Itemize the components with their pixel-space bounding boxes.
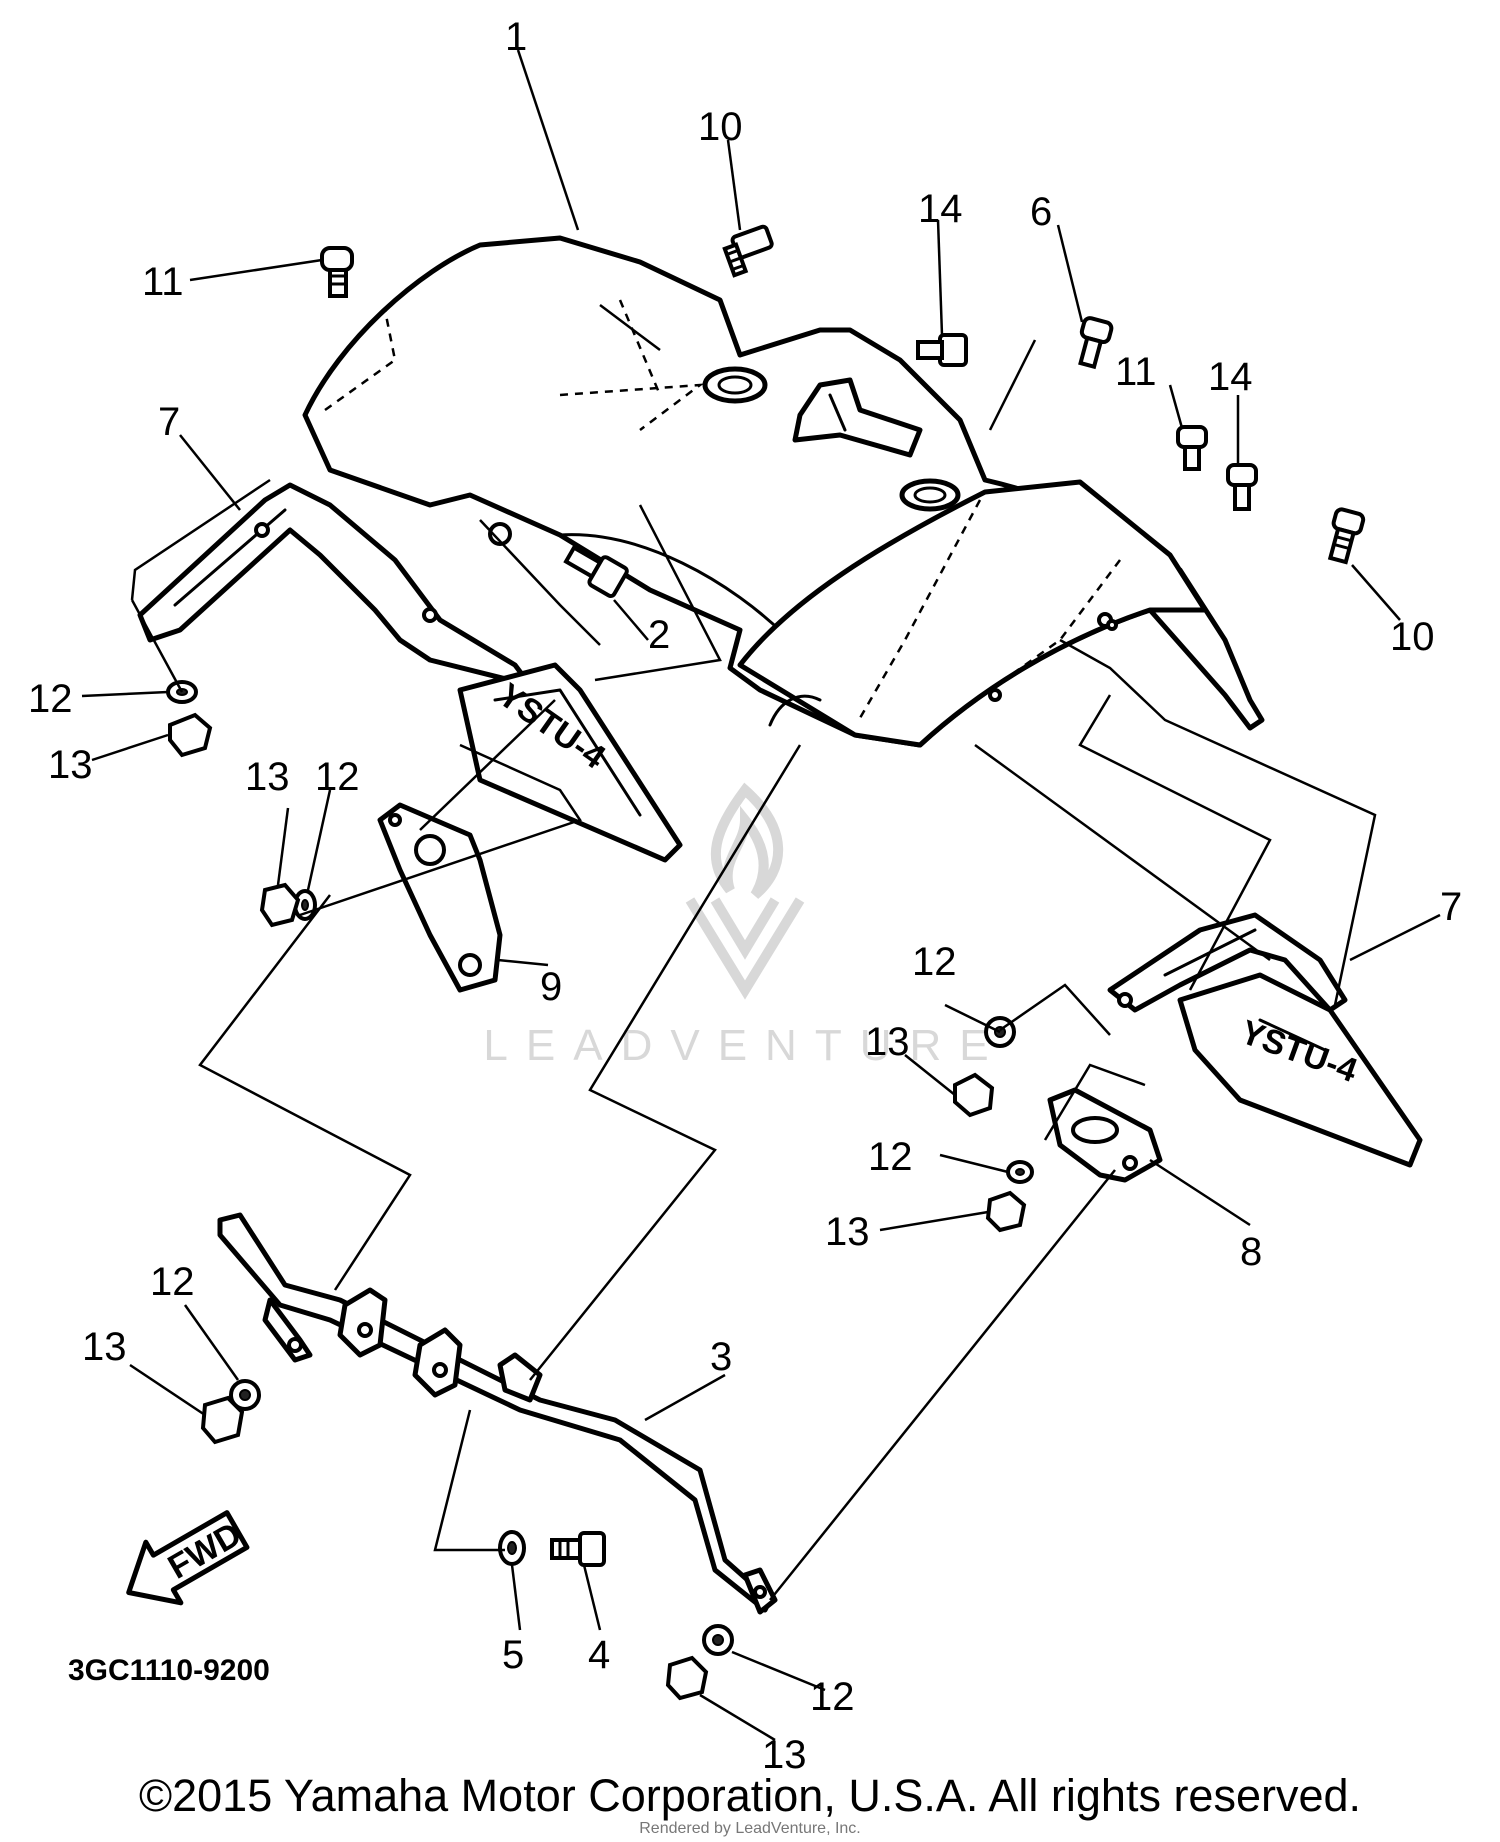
bolt-10-right bbox=[1327, 507, 1366, 565]
callout-6: 6 bbox=[1030, 190, 1052, 234]
v-logo-icon bbox=[685, 897, 805, 1000]
front-fender bbox=[302, 235, 1265, 748]
callout-labels: 1 2 3 4 5 6 7 7 8 9 10 10 11 11 12 12 12… bbox=[28, 15, 1462, 1777]
callout-4: 4 bbox=[588, 1633, 610, 1677]
callout-12-right-lower: 12 bbox=[868, 1135, 913, 1179]
callout-14-right: 14 bbox=[1208, 355, 1253, 399]
assembly-guide-lines bbox=[130, 304, 1377, 1601]
callout-leaders bbox=[81, 49, 1441, 1742]
flame-logo-icon bbox=[710, 782, 784, 899]
callout-14-top: 14 bbox=[918, 187, 963, 231]
bolt-11-right bbox=[1176, 425, 1208, 471]
left-mud-flap bbox=[457, 662, 683, 863]
bolt-10-top bbox=[722, 224, 774, 278]
callout-12-right-upper: 12 bbox=[912, 940, 957, 984]
callout-11-left: 11 bbox=[142, 260, 184, 304]
callout-9: 9 bbox=[540, 965, 562, 1009]
bolt-6 bbox=[1078, 316, 1114, 370]
callout-13-mid: 13 bbox=[245, 755, 290, 799]
watermark-text: LEADVENTURE bbox=[483, 1021, 1006, 1070]
fender-cap-hole bbox=[702, 366, 768, 404]
callout-13-bottom: 13 bbox=[762, 1733, 807, 1777]
callout-5: 5 bbox=[502, 1633, 524, 1677]
callout-12-bar-left: 12 bbox=[150, 1260, 195, 1304]
bolt-11-left bbox=[320, 246, 354, 298]
callout-13-left: 13 bbox=[48, 743, 93, 787]
callout-8: 8 bbox=[1240, 1230, 1262, 1274]
left-bracket bbox=[377, 802, 503, 993]
bolt-14-top bbox=[916, 333, 968, 367]
right-mud-flap bbox=[1177, 972, 1423, 1168]
washer-5 bbox=[498, 1530, 526, 1566]
nut-13c bbox=[953, 1072, 995, 1118]
callout-11-right: 11 bbox=[1115, 350, 1157, 394]
callout-13-right-upper: 13 bbox=[865, 1020, 910, 1064]
callout-12-left: 12 bbox=[28, 677, 73, 721]
callout-13-bar-left: 13 bbox=[82, 1325, 127, 1369]
diagram-part-number: 3GC1110-9200 bbox=[68, 1654, 270, 1687]
leadventure-watermark: LEADVENTURE bbox=[483, 782, 1006, 1070]
callout-1: 1 bbox=[505, 15, 527, 59]
callout-10-right: 10 bbox=[1390, 615, 1435, 659]
callout-2: 2 bbox=[648, 613, 670, 657]
bolt-14-right bbox=[1226, 463, 1258, 511]
right-stay-and-flap: YSTU-4 bbox=[1107, 912, 1423, 1168]
front-guard-bar bbox=[217, 1212, 778, 1615]
rendered-by-note: Rendered by LeadVenture, Inc. bbox=[639, 1820, 861, 1837]
fwd-arrow: FWD bbox=[126, 1510, 250, 1606]
washer-12f bbox=[702, 1624, 734, 1656]
fender-hole-right bbox=[899, 478, 961, 512]
callout-3: 3 bbox=[710, 1335, 732, 1379]
bolt-4 bbox=[550, 1531, 606, 1567]
nut-13d bbox=[985, 1190, 1027, 1233]
callout-10-top: 10 bbox=[698, 105, 743, 149]
washer-12e bbox=[229, 1379, 261, 1411]
callout-7-left: 7 bbox=[158, 400, 180, 444]
callout-7-right: 7 bbox=[1440, 885, 1462, 929]
nut-13f bbox=[665, 1655, 709, 1701]
washer-12d bbox=[1006, 1160, 1034, 1184]
right-bracket bbox=[1047, 1087, 1163, 1183]
nut-13e bbox=[200, 1395, 245, 1445]
nut-13a bbox=[168, 712, 213, 758]
callout-12-bottom: 12 bbox=[810, 1675, 855, 1719]
callout-12-mid: 12 bbox=[315, 755, 360, 799]
callout-13-right-lower: 13 bbox=[825, 1210, 870, 1254]
nut-13b bbox=[259, 882, 301, 928]
left-stay-and-flap: YSTU-4 bbox=[137, 482, 683, 863]
bolt-2 bbox=[563, 544, 629, 598]
copyright-notice: ©2015 Yamaha Motor Corporation, U.S.A. A… bbox=[138, 1770, 1362, 1821]
